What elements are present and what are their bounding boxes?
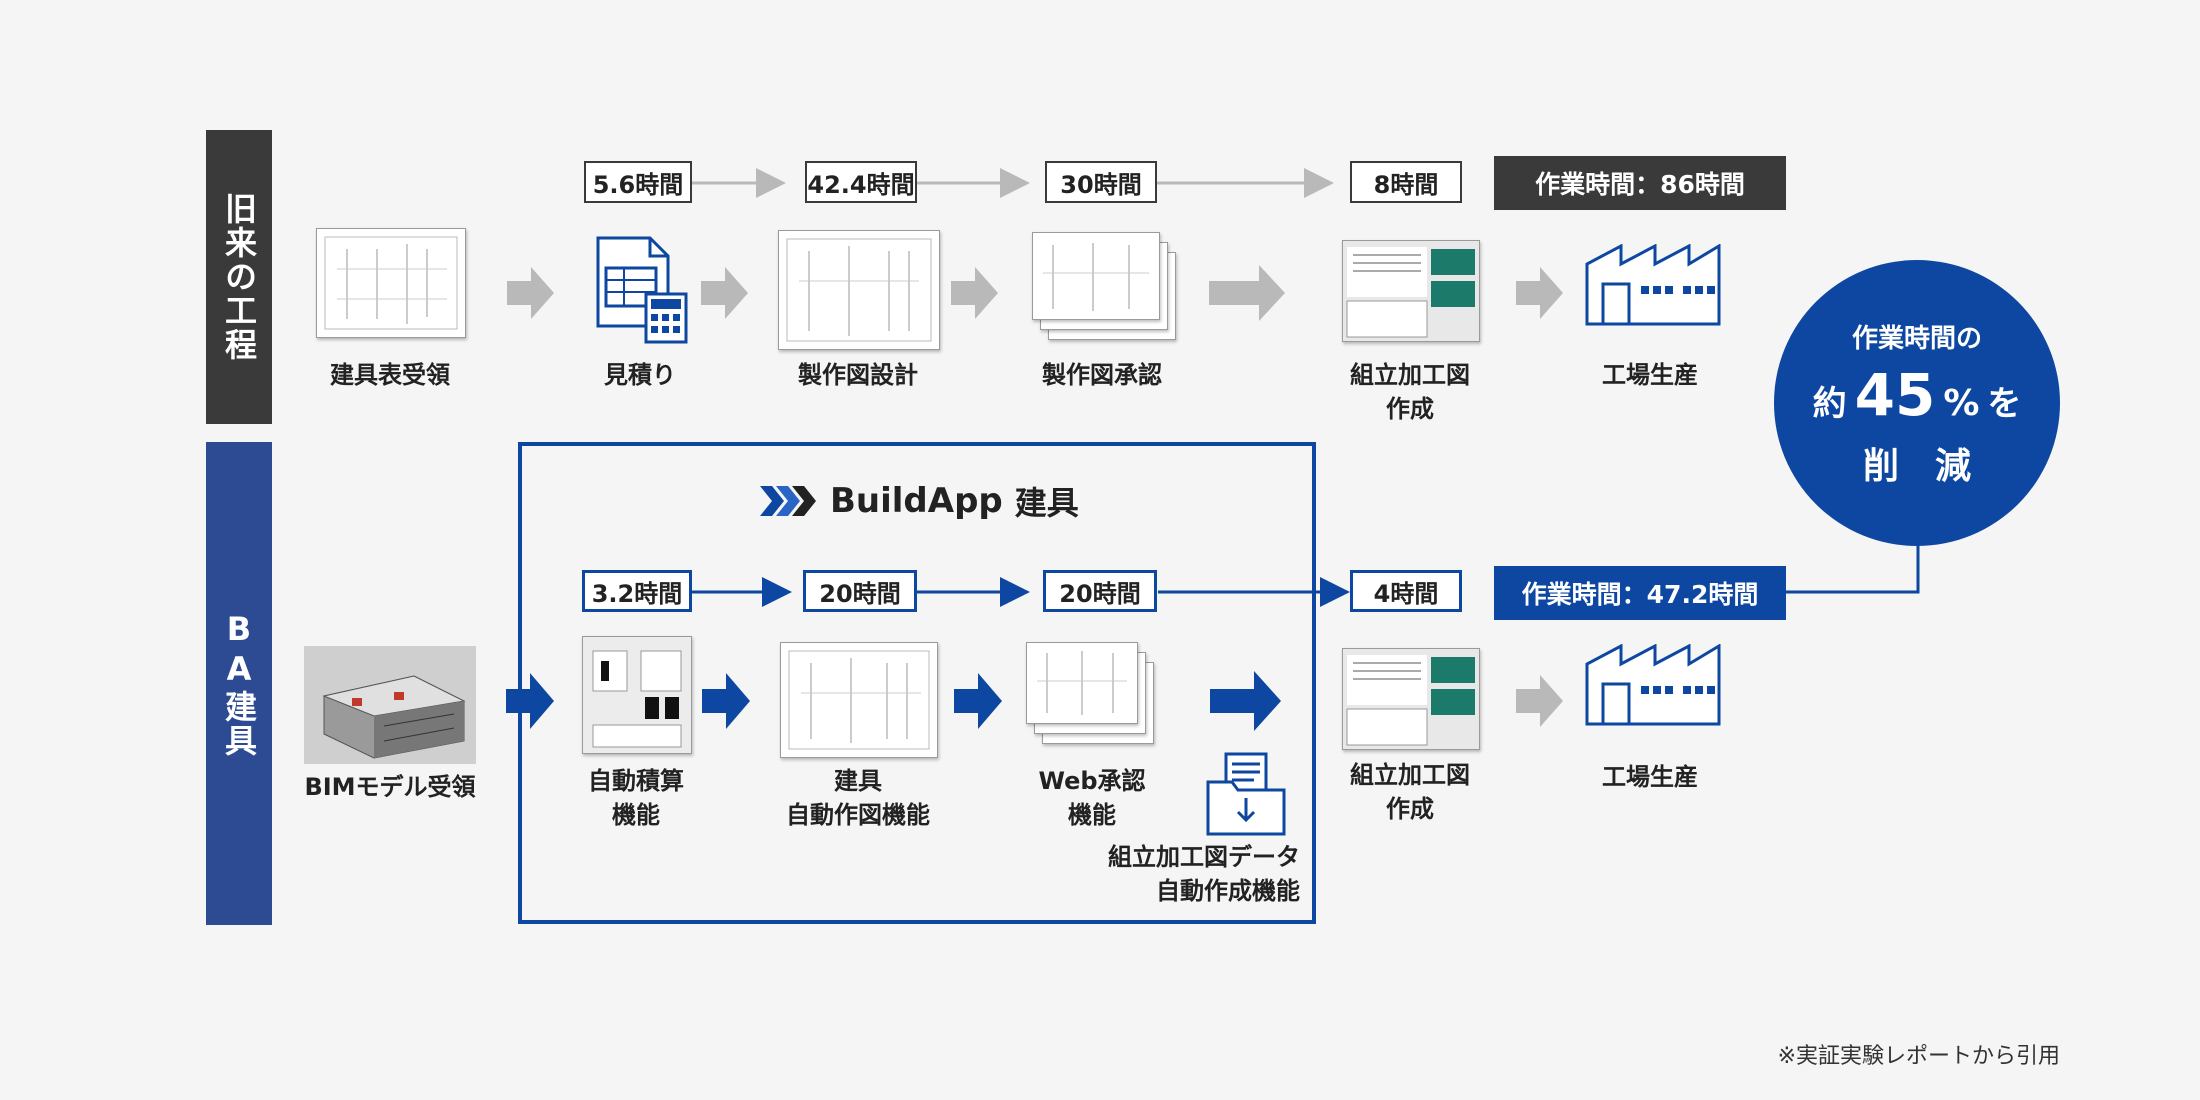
reduction-line3: 削減 xyxy=(1862,445,2007,487)
old-step-label: 製作図承認 xyxy=(1042,361,1162,389)
old-step-label: 組立加工図 作成 xyxy=(1350,361,1470,423)
drawing-thumbnail xyxy=(778,230,940,350)
old-step-label: 工場生産 xyxy=(1602,361,1698,389)
reduction-suffix: を xyxy=(1987,383,2022,424)
new-step-label: 自動積算 機能 xyxy=(588,767,684,829)
old-flow-arrow xyxy=(507,267,554,319)
new-flow-arrow xyxy=(1516,675,1563,727)
new-total-time: 作業時間：47.2時間 xyxy=(1494,566,1786,620)
buildapp-frame xyxy=(518,442,1316,924)
old-flow-arrow xyxy=(701,267,748,319)
old-flow-arrow xyxy=(1516,267,1563,319)
old-step-label: 見積り xyxy=(604,361,676,389)
old-time-box: 5.6時間 xyxy=(584,161,692,203)
old-time-box: 8時間 xyxy=(1350,161,1462,203)
new-step-label: Web承認 機能 xyxy=(1038,767,1146,829)
old-step-label: 建具表受領 xyxy=(330,361,450,389)
logo-suffix: 建具 xyxy=(1014,484,1079,522)
factory-icon xyxy=(1585,643,1721,730)
new-flow-arrow xyxy=(954,673,1002,729)
assembly-software-screenshot xyxy=(1342,648,1480,750)
old-time-box: 42.4時間 xyxy=(805,161,917,203)
estimate-document-icon xyxy=(594,236,690,348)
new-step-label: 組立加工図データ 自動作成機能 xyxy=(1108,843,1300,905)
new-time-box: 4時間 xyxy=(1350,570,1462,612)
drawing-thumbnail xyxy=(780,642,938,758)
bim-model-image xyxy=(304,646,476,764)
reduction-number: 45 xyxy=(1854,360,1936,429)
new-time-box: 3.2時間 xyxy=(582,570,692,612)
reduction-prefix: 約 xyxy=(1812,383,1847,424)
new-flow-arrow xyxy=(702,673,750,729)
old-step-label: 製作図設計 xyxy=(798,361,918,389)
reduction-line1: 作業時間の xyxy=(1851,323,1982,354)
side-label-old: 旧来の工程 xyxy=(206,130,272,424)
factory-icon xyxy=(1585,243,1721,330)
reduction-badge: 作業時間の 約 45 % を 削減 xyxy=(1774,260,2060,546)
drawing-thumbnail xyxy=(316,228,466,338)
old-flow-arrow xyxy=(1209,265,1285,321)
footnote: ※実証実験レポートから引用 xyxy=(1777,1044,2060,1069)
reduction-value: 約 45 % を xyxy=(1813,361,2022,429)
new-time-box: 20時間 xyxy=(1043,570,1157,612)
old-flow-arrow xyxy=(951,267,998,319)
old-time-box: 30時間 xyxy=(1045,161,1157,203)
side-label-new: BA建具 xyxy=(206,442,272,925)
buildapp-logo: BuildApp 建具 xyxy=(760,478,1079,524)
chevrons-icon xyxy=(760,486,816,516)
old-total-time: 作業時間：86時間 xyxy=(1494,156,1786,210)
logo-name: BuildApp xyxy=(830,481,1003,521)
new-time-box: 20時間 xyxy=(803,570,917,612)
new-step-label: BIMモデル受領 xyxy=(304,773,476,801)
data-folder-icon xyxy=(1206,752,1286,840)
assembly-software-screenshot xyxy=(1342,240,1480,342)
new-step-label: 組立加工図 作成 xyxy=(1350,761,1470,823)
reduction-percent: % xyxy=(1943,382,1980,424)
estimate-software-screenshot xyxy=(582,636,692,754)
drawing-thumbnail xyxy=(1032,232,1160,320)
new-step-label: 建具 自動作図機能 xyxy=(786,767,930,829)
new-flow-arrow xyxy=(1210,671,1281,731)
new-step-label: 工場生産 xyxy=(1602,763,1698,791)
new-flow-arrow xyxy=(506,673,554,729)
drawing-thumbnail xyxy=(1026,642,1138,724)
